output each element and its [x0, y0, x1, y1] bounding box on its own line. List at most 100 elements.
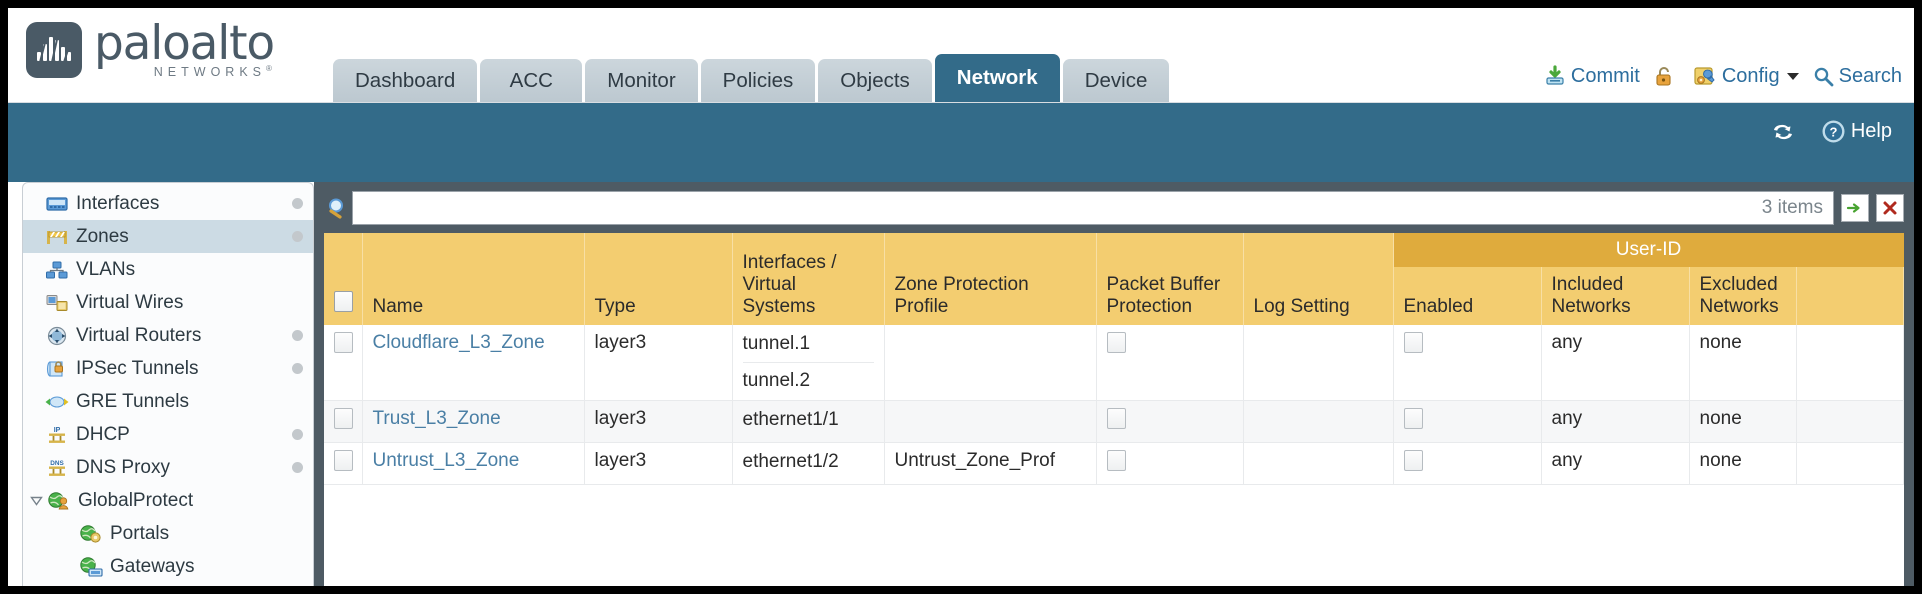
col-interfaces-virtual-systems[interactable]: Interfaces / Virtual Systems [732, 233, 885, 325]
sidebar-item-virtual-wires[interactable]: Virtual Wires [23, 286, 313, 319]
tab-policies[interactable]: Policies [700, 59, 816, 102]
sidebar-item-virtual-routers[interactable]: Virtual Routers [23, 319, 313, 352]
cell-zone-protection-profile [884, 400, 1097, 443]
network-sidebar: Interfaces Zones VLANs Virtual Wires [22, 182, 314, 586]
row-checkbox[interactable] [334, 450, 353, 471]
user-id-enabled-checkbox[interactable] [1403, 408, 1423, 429]
sidebar-item-dns-proxy[interactable]: DNS DNS Proxy [23, 451, 313, 484]
content-panel: 3 items [314, 182, 1914, 586]
tab-network[interactable]: Network [934, 54, 1060, 102]
commit-label: Commit [1570, 64, 1640, 87]
search-icon [1813, 66, 1834, 87]
paloalto-logo-mark-icon [26, 22, 82, 78]
col-packet-buffer-protection[interactable]: Packet Buffer Protection [1096, 233, 1244, 325]
filter-search-icon[interactable] [324, 196, 352, 220]
select-all-checkbox[interactable] [334, 291, 353, 312]
packet-buffer-protection-checkbox[interactable] [1106, 332, 1126, 353]
tab-dashboard[interactable]: Dashboard [333, 59, 478, 102]
packet-buffer-protection-checkbox[interactable] [1106, 408, 1126, 429]
sidebar-item-gateways[interactable]: Gateways [23, 550, 313, 583]
col-group-user-id: User-ID [1393, 233, 1904, 267]
cell-user-id-enabled [1393, 400, 1542, 443]
sidebar-item-ipsec-tunnels[interactable]: IPSec Tunnels [23, 352, 313, 385]
cell-log-setting [1243, 400, 1394, 443]
status-dot [292, 462, 303, 473]
cell-interfaces: ethernet1/1 [732, 400, 885, 443]
clear-filter-button[interactable] [1876, 194, 1904, 222]
table-row[interactable]: Cloudflare_L3_Zone layer3 tunnel.1 tunne… [324, 325, 1904, 401]
col-zone-protection-profile[interactable]: Zone Protection Profile [884, 233, 1097, 325]
interface-item: tunnel.1 [742, 333, 811, 354]
lock-button[interactable] [1654, 65, 1679, 87]
row-checkbox[interactable] [334, 332, 353, 353]
col-log-setting[interactable]: Log Setting [1243, 233, 1394, 325]
apply-filter-button[interactable] [1841, 194, 1869, 222]
sidebar-item-globalprotect[interactable]: GlobalProtect [23, 484, 313, 517]
user-id-enabled-checkbox[interactable] [1403, 332, 1423, 353]
user-id-enabled-checkbox[interactable] [1403, 450, 1423, 471]
sidebar-item-dhcp[interactable]: IP DHCP [23, 418, 313, 451]
cell-included-networks: any [1541, 400, 1690, 443]
interface-list: ethernet1/1 [743, 408, 874, 432]
dns-proxy-icon: DNS [45, 458, 69, 478]
packet-buffer-protection-checkbox[interactable] [1106, 450, 1126, 471]
cell-interfaces: ethernet1/2 [732, 442, 885, 485]
interface-item: ethernet1/1 [742, 409, 839, 430]
sidebar-item-interfaces[interactable]: Interfaces [23, 187, 313, 220]
cell-excluded-networks: none [1689, 442, 1797, 485]
sidebar-item-portals[interactable]: Portals [23, 517, 313, 550]
row-select-cell [324, 400, 363, 443]
chevron-down-icon[interactable] [1786, 72, 1799, 80]
zone-name-link[interactable]: Trust_L3_Zone [372, 408, 501, 429]
sidebar-item-zones[interactable]: Zones [23, 220, 313, 253]
table-row[interactable]: Untrust_L3_Zone layer3 ethernet1/2 Untru… [324, 442, 1904, 485]
col-user-id-enabled[interactable]: Enabled [1393, 267, 1542, 325]
search-input[interactable]: 3 items [352, 191, 1834, 225]
tab-monitor[interactable]: Monitor [585, 59, 698, 102]
col-included-networks[interactable]: Included Networks [1541, 267, 1690, 325]
col-name[interactable]: Name [362, 233, 585, 325]
sidebar-item-label: GlobalProtect [78, 489, 194, 511]
sidebar-item-gre-tunnels[interactable]: GRE Tunnels [23, 385, 313, 418]
expand-triangle-icon[interactable] [28, 494, 44, 507]
tab-label: Policies [722, 68, 794, 92]
interface-item: tunnel.2 [742, 362, 874, 393]
cell-zone-protection-profile: Untrust_Zone_Prof [884, 442, 1097, 485]
zone-name-link[interactable]: Cloudflare_L3_Zone [372, 332, 545, 353]
row-checkbox[interactable] [334, 408, 353, 429]
status-dot [292, 330, 303, 341]
cell-type: layer3 [584, 400, 733, 443]
top-action-bar: Commit [1530, 60, 1902, 92]
commit-button[interactable]: Commit [1544, 65, 1640, 88]
interface-item: ethernet1/2 [742, 451, 839, 472]
search-label: Search [1838, 64, 1902, 87]
help-button[interactable]: ? Help [1821, 119, 1892, 144]
tab-label: Monitor [607, 68, 676, 92]
config-button[interactable]: Config [1693, 65, 1799, 88]
tab-device[interactable]: Device [1062, 59, 1170, 102]
cell-name: Trust_L3_Zone [362, 400, 585, 443]
cell-spacer [1796, 325, 1904, 401]
cell-excluded-networks: none [1689, 400, 1797, 443]
col-type[interactable]: Type [584, 233, 733, 325]
sidebar-item-vlans[interactable]: VLANs [23, 253, 313, 286]
filter-bar: 3 items [324, 190, 1904, 226]
zones-table: Name Type Interfaces / Virtual Systems Z… [324, 233, 1904, 485]
col-excluded-networks[interactable]: Excluded Networks [1689, 267, 1797, 325]
brand-logo: paloalto NETWORKS® [26, 18, 275, 83]
svg-text:?: ? [1829, 125, 1837, 140]
table-row[interactable]: Trust_L3_Zone layer3 ethernet1/1 any non [324, 400, 1904, 443]
globalprotect-icon [47, 491, 71, 511]
sidebar-item-label: DNS Proxy [76, 456, 170, 478]
tab-objects[interactable]: Objects [818, 59, 932, 102]
tab-label: Device [1084, 68, 1148, 92]
cell-type: layer3 [584, 325, 733, 401]
refresh-button[interactable] [1770, 121, 1801, 143]
cell-zone-protection-profile [884, 325, 1097, 401]
search-button[interactable]: Search [1813, 65, 1902, 88]
cell-interfaces: tunnel.1 tunnel.2 [732, 325, 885, 401]
zone-name-link[interactable]: Untrust_L3_Zone [372, 450, 520, 471]
tab-acc[interactable]: ACC [480, 59, 583, 102]
help-label: Help [1850, 120, 1892, 142]
cell-log-setting [1243, 325, 1394, 401]
